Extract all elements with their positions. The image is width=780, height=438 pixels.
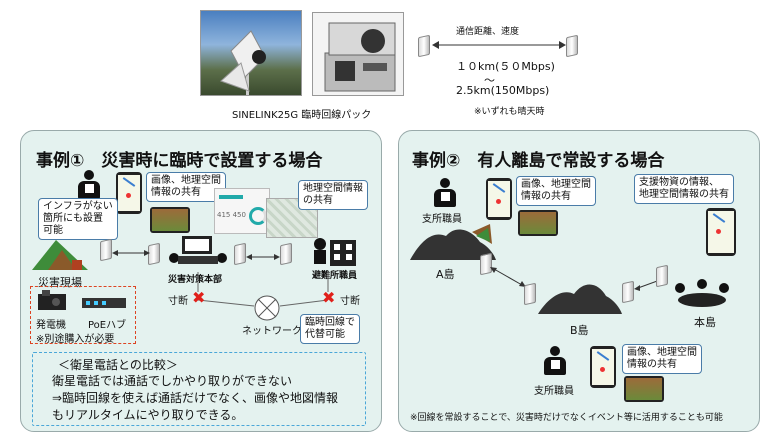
case2-title: 事例② 有人離島で常設する場合 xyxy=(412,151,665,171)
ap-site-icon xyxy=(100,238,112,262)
range-tilde: ～ xyxy=(484,74,495,87)
case2-footnote: ※回線を常設することで、災害時だけでなくイベント等に活用することも可能 xyxy=(410,413,723,423)
cut-left-mark: ✖ xyxy=(192,288,206,307)
share-callout: 画像、地理空間 情報の共有 xyxy=(146,172,226,202)
share-bottom-callout: 画像、地理空間 情報の共有 xyxy=(622,344,702,374)
cut-left-label: 寸断 xyxy=(168,296,188,307)
disaster-site-label: 災害現場 xyxy=(38,276,82,289)
phone-bottom-icon xyxy=(590,346,616,388)
comparison-line-2: ⇒臨時回線を使えば通話だけでなく、画像や地図情報 xyxy=(52,391,339,405)
main-island-label: 本島 xyxy=(694,316,716,329)
tablet-icon xyxy=(150,207,190,233)
link-arrow xyxy=(432,41,566,49)
case1-title: 事例① 災害時に臨時で設置する場合 xyxy=(36,151,323,171)
smartphone-map-icon xyxy=(116,172,142,214)
staff-person-icon xyxy=(76,170,102,200)
staff-top-icon xyxy=(432,178,458,208)
phone-main-island-icon xyxy=(706,208,736,256)
separate-purchase-note: ※別途購入が必要 xyxy=(36,334,115,345)
poe-hub-icon xyxy=(82,298,126,308)
ap-island-b-left-icon xyxy=(524,282,536,306)
dashboard-screen: 415 450 xyxy=(214,188,270,234)
tablet-bottom-icon xyxy=(624,376,664,402)
link-hq-shelter xyxy=(246,254,280,260)
comparison-box xyxy=(32,352,366,426)
link-distance-label: 通信距離、速度 xyxy=(456,27,520,37)
comparison-line-1: 衛星電話では通話でしかやり取りができない xyxy=(52,374,293,388)
share-top-callout: 画像、地理空間 情報の共有 xyxy=(516,176,596,206)
dashboard-number: 415 450 xyxy=(217,211,246,219)
phone-top-icon xyxy=(486,178,512,220)
antenna-photo xyxy=(200,10,302,96)
cut-right-mark: ✖ xyxy=(322,288,336,307)
disaster-site-landslide-icon xyxy=(32,240,88,270)
network-label: ネットワーク xyxy=(242,326,302,337)
poe-hub-label: PoEハブ xyxy=(88,320,127,331)
alternate-line-callout: 臨時回線で 代替可能 xyxy=(300,314,360,344)
hq-label: 災害対策本部 xyxy=(168,275,223,285)
comparison-title: ＜衛星電話との比較＞ xyxy=(58,358,178,372)
generator-icon xyxy=(38,290,66,310)
island-a-icon xyxy=(410,224,496,260)
equipment-case-illustration xyxy=(324,22,396,92)
clear-weather-note: ※いずれも晴天時 xyxy=(474,107,545,117)
cut-right-label: 寸断 xyxy=(340,296,360,307)
access-point-left-icon xyxy=(418,34,430,58)
island-a-label: A島 xyxy=(436,268,455,281)
generator-label: 発電機 xyxy=(36,320,66,331)
ap-main-island-icon xyxy=(656,264,668,288)
staff-top-label: 支所職員 xyxy=(422,214,462,225)
staff-bottom-icon xyxy=(542,346,568,376)
ap-hq-right-icon xyxy=(234,242,246,266)
separate-purchase-box xyxy=(30,286,136,344)
dashboard-bar xyxy=(219,195,243,199)
access-point-right-icon xyxy=(566,34,578,58)
equipment-case-photo xyxy=(312,12,404,96)
island-b-icon xyxy=(538,284,622,314)
antenna-illustration xyxy=(220,30,266,95)
product-caption: SINELINK25G 臨時回線パック xyxy=(232,110,372,121)
dashboard-gauge xyxy=(249,207,267,225)
ap-island-b-right-icon xyxy=(622,280,634,304)
ap-shelter-icon xyxy=(280,242,292,266)
range-2-5km: 2.5km(150Mbps) xyxy=(456,84,550,97)
range-10km: １０km(５０Mbps) xyxy=(456,60,555,73)
hq-meeting-icon xyxy=(169,236,227,264)
staff-bottom-label: 支所職員 xyxy=(534,386,574,397)
shelter-building-icon xyxy=(314,238,356,266)
main-island-meeting-icon xyxy=(675,279,729,307)
tablet-top-icon xyxy=(518,210,558,236)
link-site-hq xyxy=(112,250,150,256)
shelter-staff-label: 避難所職員 xyxy=(312,271,358,281)
geo-callout: 地理空間情報 の共有 xyxy=(298,180,368,210)
island-b-label: B島 xyxy=(570,324,589,337)
infra-callout: インフラがない 箇所にも設置 可能 xyxy=(38,198,118,240)
support-callout: 支援物資の情報、 地理空間情報の共有 xyxy=(634,174,734,204)
network-cut-lines xyxy=(197,272,329,321)
comparison-line-3: もリアルタイムにやり取りできる。 xyxy=(52,408,244,422)
link-a-b xyxy=(490,267,526,287)
